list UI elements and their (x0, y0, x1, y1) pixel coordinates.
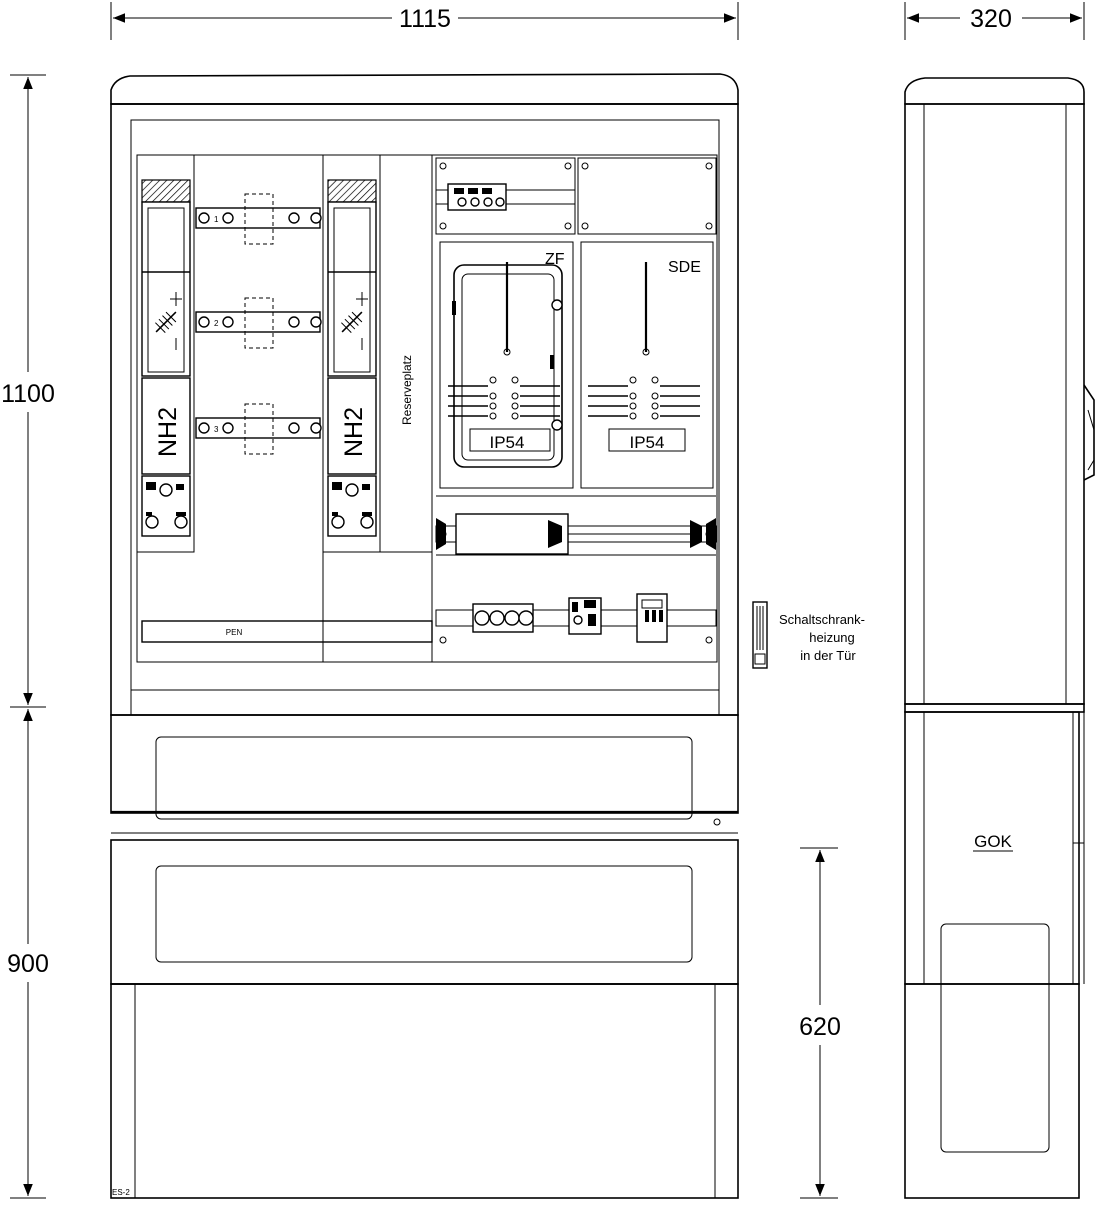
heater-label-1: Schaltschrank- (779, 612, 865, 627)
reserve-area: Reserveplatz (379, 154, 433, 553)
meter-section: ZF (431, 155, 717, 662)
dimension-height-upper: 1100 (1, 74, 55, 708)
gok-label: GOK (974, 832, 1012, 851)
nh2-label-left: NH2 (154, 407, 182, 457)
depth-label: 320 (970, 5, 1012, 33)
front-plinth: ES-2 (110, 714, 739, 1199)
busbar-2: 2 (195, 297, 322, 349)
zf-terminal-strips (448, 376, 560, 420)
dimension-width-front: 1115 (110, 2, 739, 40)
upper-height-label: 1100 (1, 380, 55, 408)
side-view: GOK (904, 77, 1095, 1199)
busbar-3: 3 (195, 403, 322, 455)
pen-bar: PEN (141, 620, 433, 643)
heater-label-2: heizung (809, 630, 855, 645)
reserve-label: Reserveplatz (400, 355, 414, 425)
busbar-3-number: 3 (214, 425, 219, 434)
dimension-ground-depth: 620 (799, 847, 841, 1199)
busbar-area: 1 2 3 (193, 155, 324, 552)
front-view: NH2 1 (110, 73, 739, 1199)
busbar-1: 1 (195, 193, 322, 245)
busbar-2-number: 2 (214, 319, 219, 328)
width-label: 1115 (399, 5, 451, 33)
busbar-1-number: 1 (214, 215, 219, 224)
dimension-depth-side: 320 (904, 2, 1085, 40)
ip54-right: IP54 (630, 433, 665, 452)
nh2-fuse-base-right: NH2 (322, 154, 381, 553)
drawing-code: ES-2 (112, 1188, 130, 1197)
lower-height-label: 900 (7, 950, 49, 978)
zf-label: ZF (545, 251, 565, 268)
din-rail-middle (435, 513, 717, 555)
sde-field: SDE (580, 241, 714, 489)
zf-meter-field: ZF (439, 241, 574, 489)
terminal-block-top (447, 183, 507, 211)
nh2-label-right: NH2 (340, 407, 368, 457)
sde-label: SDE (668, 259, 701, 276)
nh2-fuse-base-left: NH2 (136, 154, 195, 553)
dimension-height-lower: 900 (7, 709, 49, 1199)
sde-terminal-strips (588, 376, 700, 420)
ip54-left: IP54 (490, 433, 525, 452)
heater-element: Schaltschrank- heizung in der Tür (752, 601, 865, 669)
din-rail-bottom (435, 593, 717, 644)
heater-label-3: in der Tür (800, 648, 856, 663)
ground-depth-label: 620 (799, 1013, 841, 1041)
pen-label: PEN (226, 628, 243, 637)
